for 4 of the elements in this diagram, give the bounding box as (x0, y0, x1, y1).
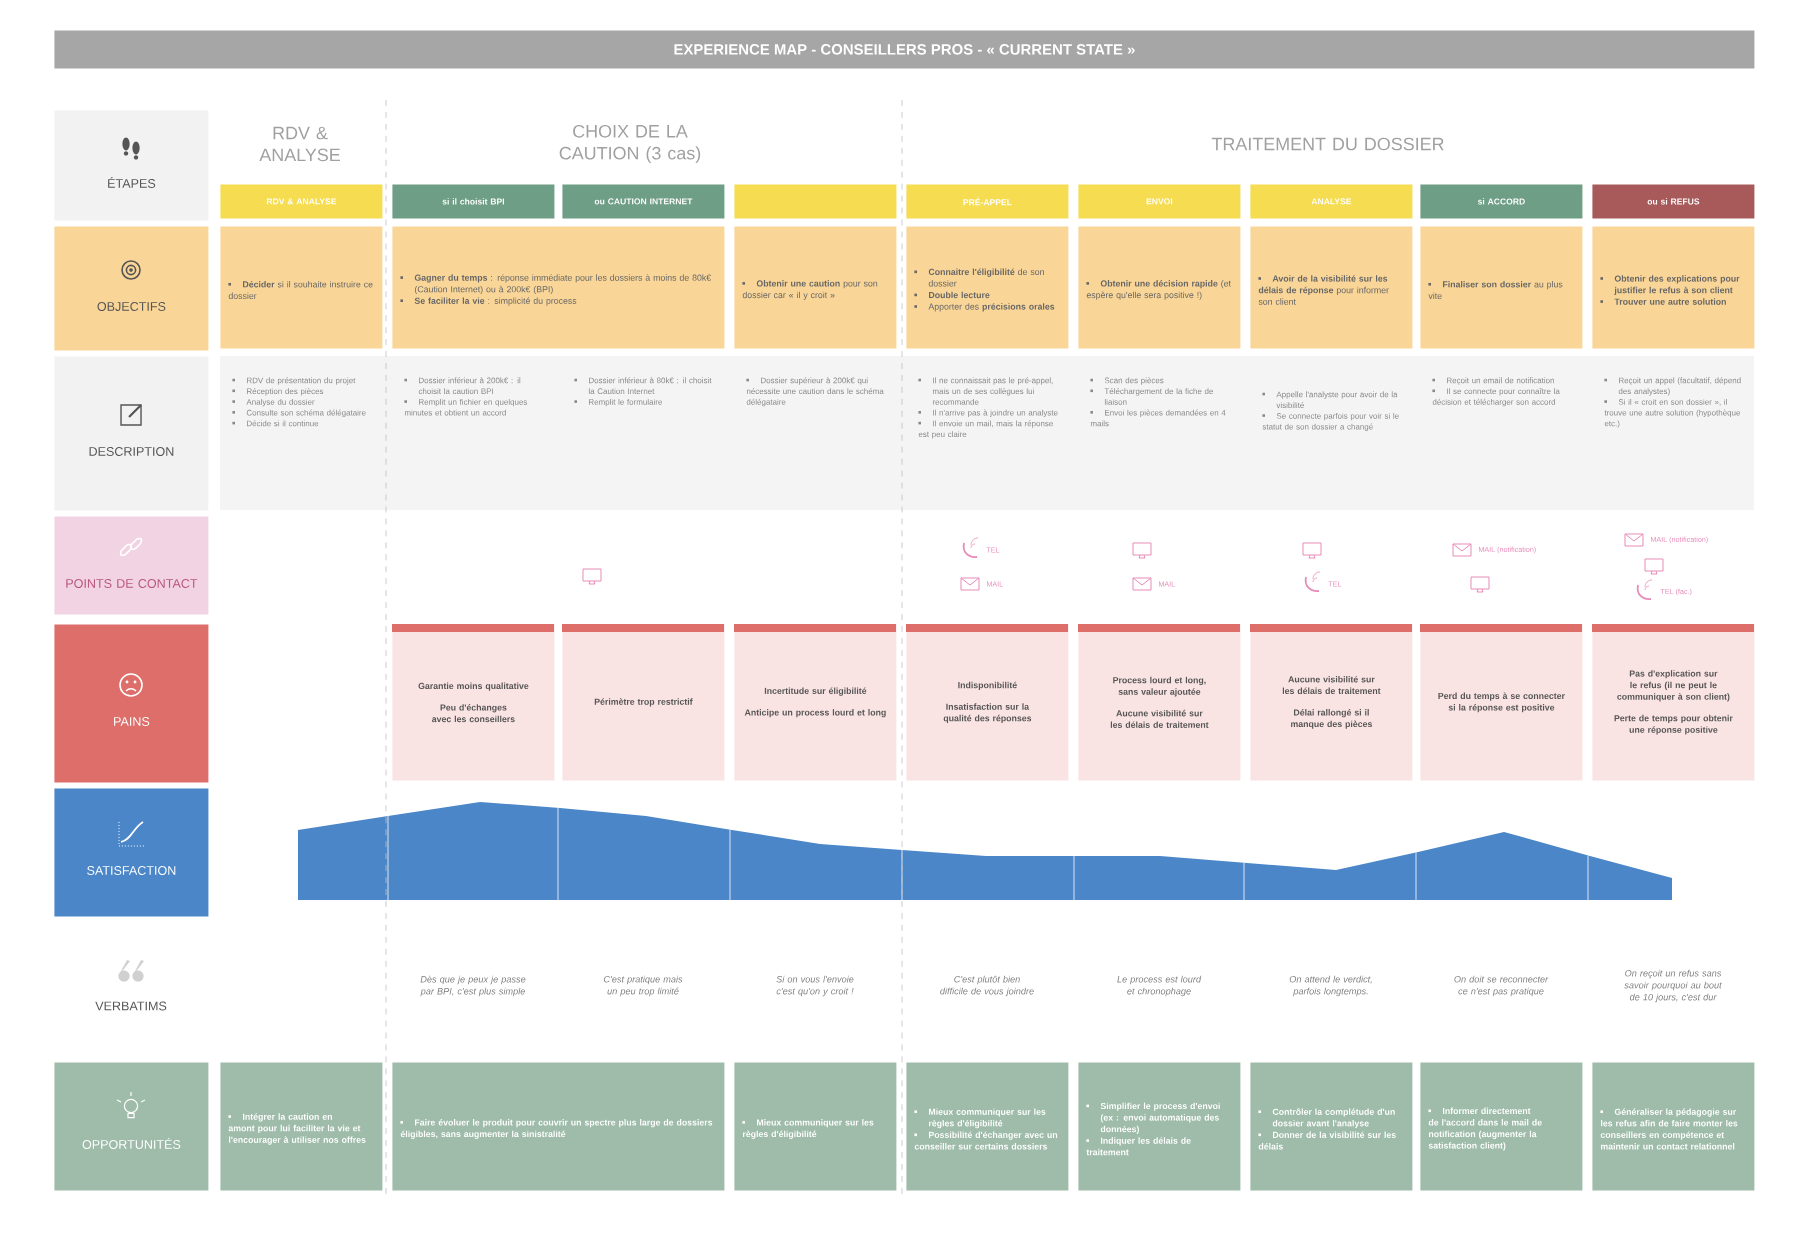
phase-title: TRAITEMENT DU DOSSIER (1211, 137, 1444, 151)
phase-title: RDV & ANALYSE (259, 126, 340, 162)
phase-title: CHOIX DE LA CAUTION (3 cas) (559, 124, 701, 164)
stage-box (734, 184, 897, 219)
